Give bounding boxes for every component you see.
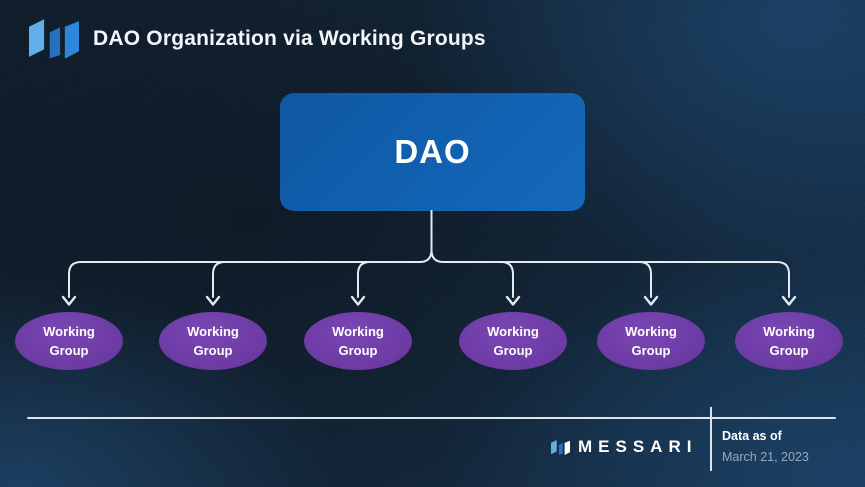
data-as-of-label: Data as of xyxy=(722,429,782,443)
messari-brand: MESSARI xyxy=(551,437,697,457)
working-group-node-6: Working Group xyxy=(735,312,843,370)
working-group-node-2: Working Group xyxy=(159,312,267,370)
working-group-label: Working Group xyxy=(332,324,384,358)
working-group-node-1: Working Group xyxy=(15,312,123,370)
working-group-label: Working Group xyxy=(487,324,539,358)
working-group-label: Working Group xyxy=(187,324,239,358)
footer-vertical-divider xyxy=(710,407,712,471)
footer-divider-line xyxy=(27,417,836,419)
working-group-label: Working Group xyxy=(625,324,677,358)
working-group-node-3: Working Group xyxy=(304,312,412,370)
messari-wordmark: MESSARI xyxy=(578,437,698,456)
data-as-of-date: March 21, 2023 xyxy=(722,450,809,464)
working-group-label: Working Group xyxy=(763,324,815,358)
working-group-node-4: Working Group xyxy=(459,312,567,370)
arrow-down-icons xyxy=(61,295,797,306)
data-as-of: Data as of March 21, 2023 xyxy=(722,429,809,464)
working-group-label: Working Group xyxy=(43,324,95,358)
messari-logo-icon xyxy=(551,439,570,455)
working-group-node-5: Working Group xyxy=(597,312,705,370)
